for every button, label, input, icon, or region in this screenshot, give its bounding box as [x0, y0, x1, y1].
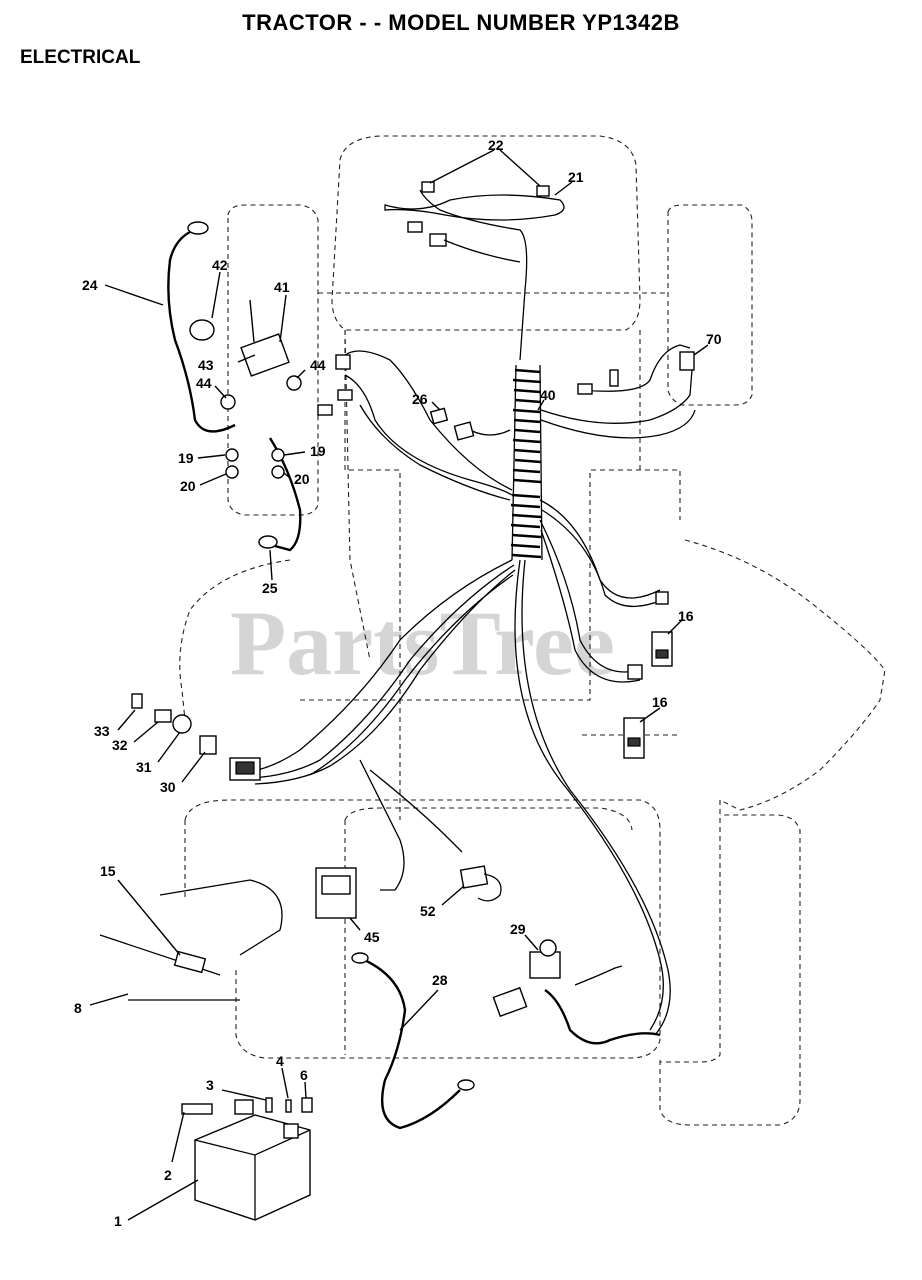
callout-44-left: 44: [196, 375, 212, 391]
callout-43: 43: [198, 357, 214, 373]
callout-29: 29: [510, 921, 526, 937]
callout-8: 8: [74, 1000, 82, 1016]
callout-21: 21: [568, 169, 584, 185]
callout-28: 28: [432, 972, 448, 988]
callout-20-right: 20: [294, 471, 310, 487]
callout-33: 33: [94, 723, 110, 739]
callout-1: 1: [114, 1213, 122, 1229]
callout-19-right: 19: [310, 443, 326, 459]
section-heading: ELECTRICAL: [20, 47, 141, 68]
callout-2: 2: [164, 1167, 172, 1183]
callout-16-upper: 16: [678, 608, 694, 624]
callout-41: 41: [274, 279, 290, 295]
callout-32: 32: [112, 737, 128, 753]
tractor-outline: [179, 135, 886, 1126]
callout-3: 3: [206, 1077, 214, 1093]
callout-labels: 22 21 24 42 41 43 44 44 19 19 20 20 26 4…: [74, 137, 722, 1229]
callout-4: 4: [276, 1053, 284, 1069]
callout-6: 6: [300, 1067, 308, 1083]
callout-26: 26: [412, 391, 428, 407]
callout-45: 45: [364, 929, 380, 945]
callout-16-lower: 16: [652, 694, 668, 710]
main-harness-loom: [244, 344, 696, 1036]
callout-42: 42: [212, 257, 228, 273]
callout-15: 15: [100, 863, 116, 879]
components: [99, 221, 695, 1221]
page-title: TRACTOR - - MODEL NUMBER YP1342B: [242, 10, 680, 35]
leader-lines: [89, 149, 709, 1221]
callout-44-right: 44: [310, 357, 326, 373]
callout-19-left: 19: [178, 450, 194, 466]
callout-40: 40: [540, 387, 556, 403]
callout-24: 24: [82, 277, 98, 293]
callout-20-left: 20: [180, 478, 196, 494]
watermark: PartsTree: [230, 592, 615, 694]
callout-22: 22: [488, 137, 504, 153]
callout-25: 25: [262, 580, 278, 596]
callout-31: 31: [136, 759, 152, 775]
callout-70: 70: [706, 331, 722, 347]
callout-30: 30: [160, 779, 176, 795]
callout-52: 52: [420, 903, 436, 919]
headlight-harness: [384, 181, 565, 361]
